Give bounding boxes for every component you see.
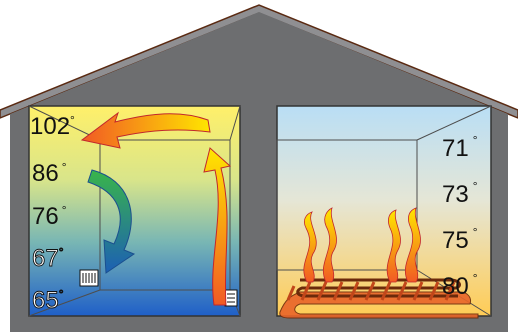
rising-hot-air-arrow [203, 147, 232, 306]
left-temp-label: 65° [32, 287, 64, 314]
right-temperature-labels: 71° 73° 75° 80° [442, 133, 478, 300]
heat-register-icon [79, 269, 99, 287]
left-room: 102° 86° 76° 67° 65° [28, 105, 241, 317]
radiant-floor-tubing-icon [279, 278, 479, 319]
return-vent-icon [224, 289, 238, 307]
roof [0, 4, 518, 119]
left-temp-label: 102° [30, 113, 75, 140]
left-temp-label: 76° [32, 203, 67, 230]
rising-heat-wave-icon [303, 207, 421, 283]
left-temp-label: 86° [32, 160, 67, 187]
right-temp-label: 80° [442, 271, 478, 300]
left-room-air [28, 105, 241, 317]
left-temp-label: 67° [32, 245, 64, 272]
ceiling-hot-air-arrow [80, 111, 211, 149]
right-temp-label: 73° [442, 179, 478, 208]
right-temp-label: 75° [442, 225, 478, 254]
right-room: 71° 73° 75° 80° [276, 105, 492, 319]
right-temp-label: 71° [442, 133, 478, 162]
left-temperature-labels: 102° 86° 76° 67° 65° [30, 113, 75, 314]
falling-cool-air-arrow [87, 169, 136, 274]
